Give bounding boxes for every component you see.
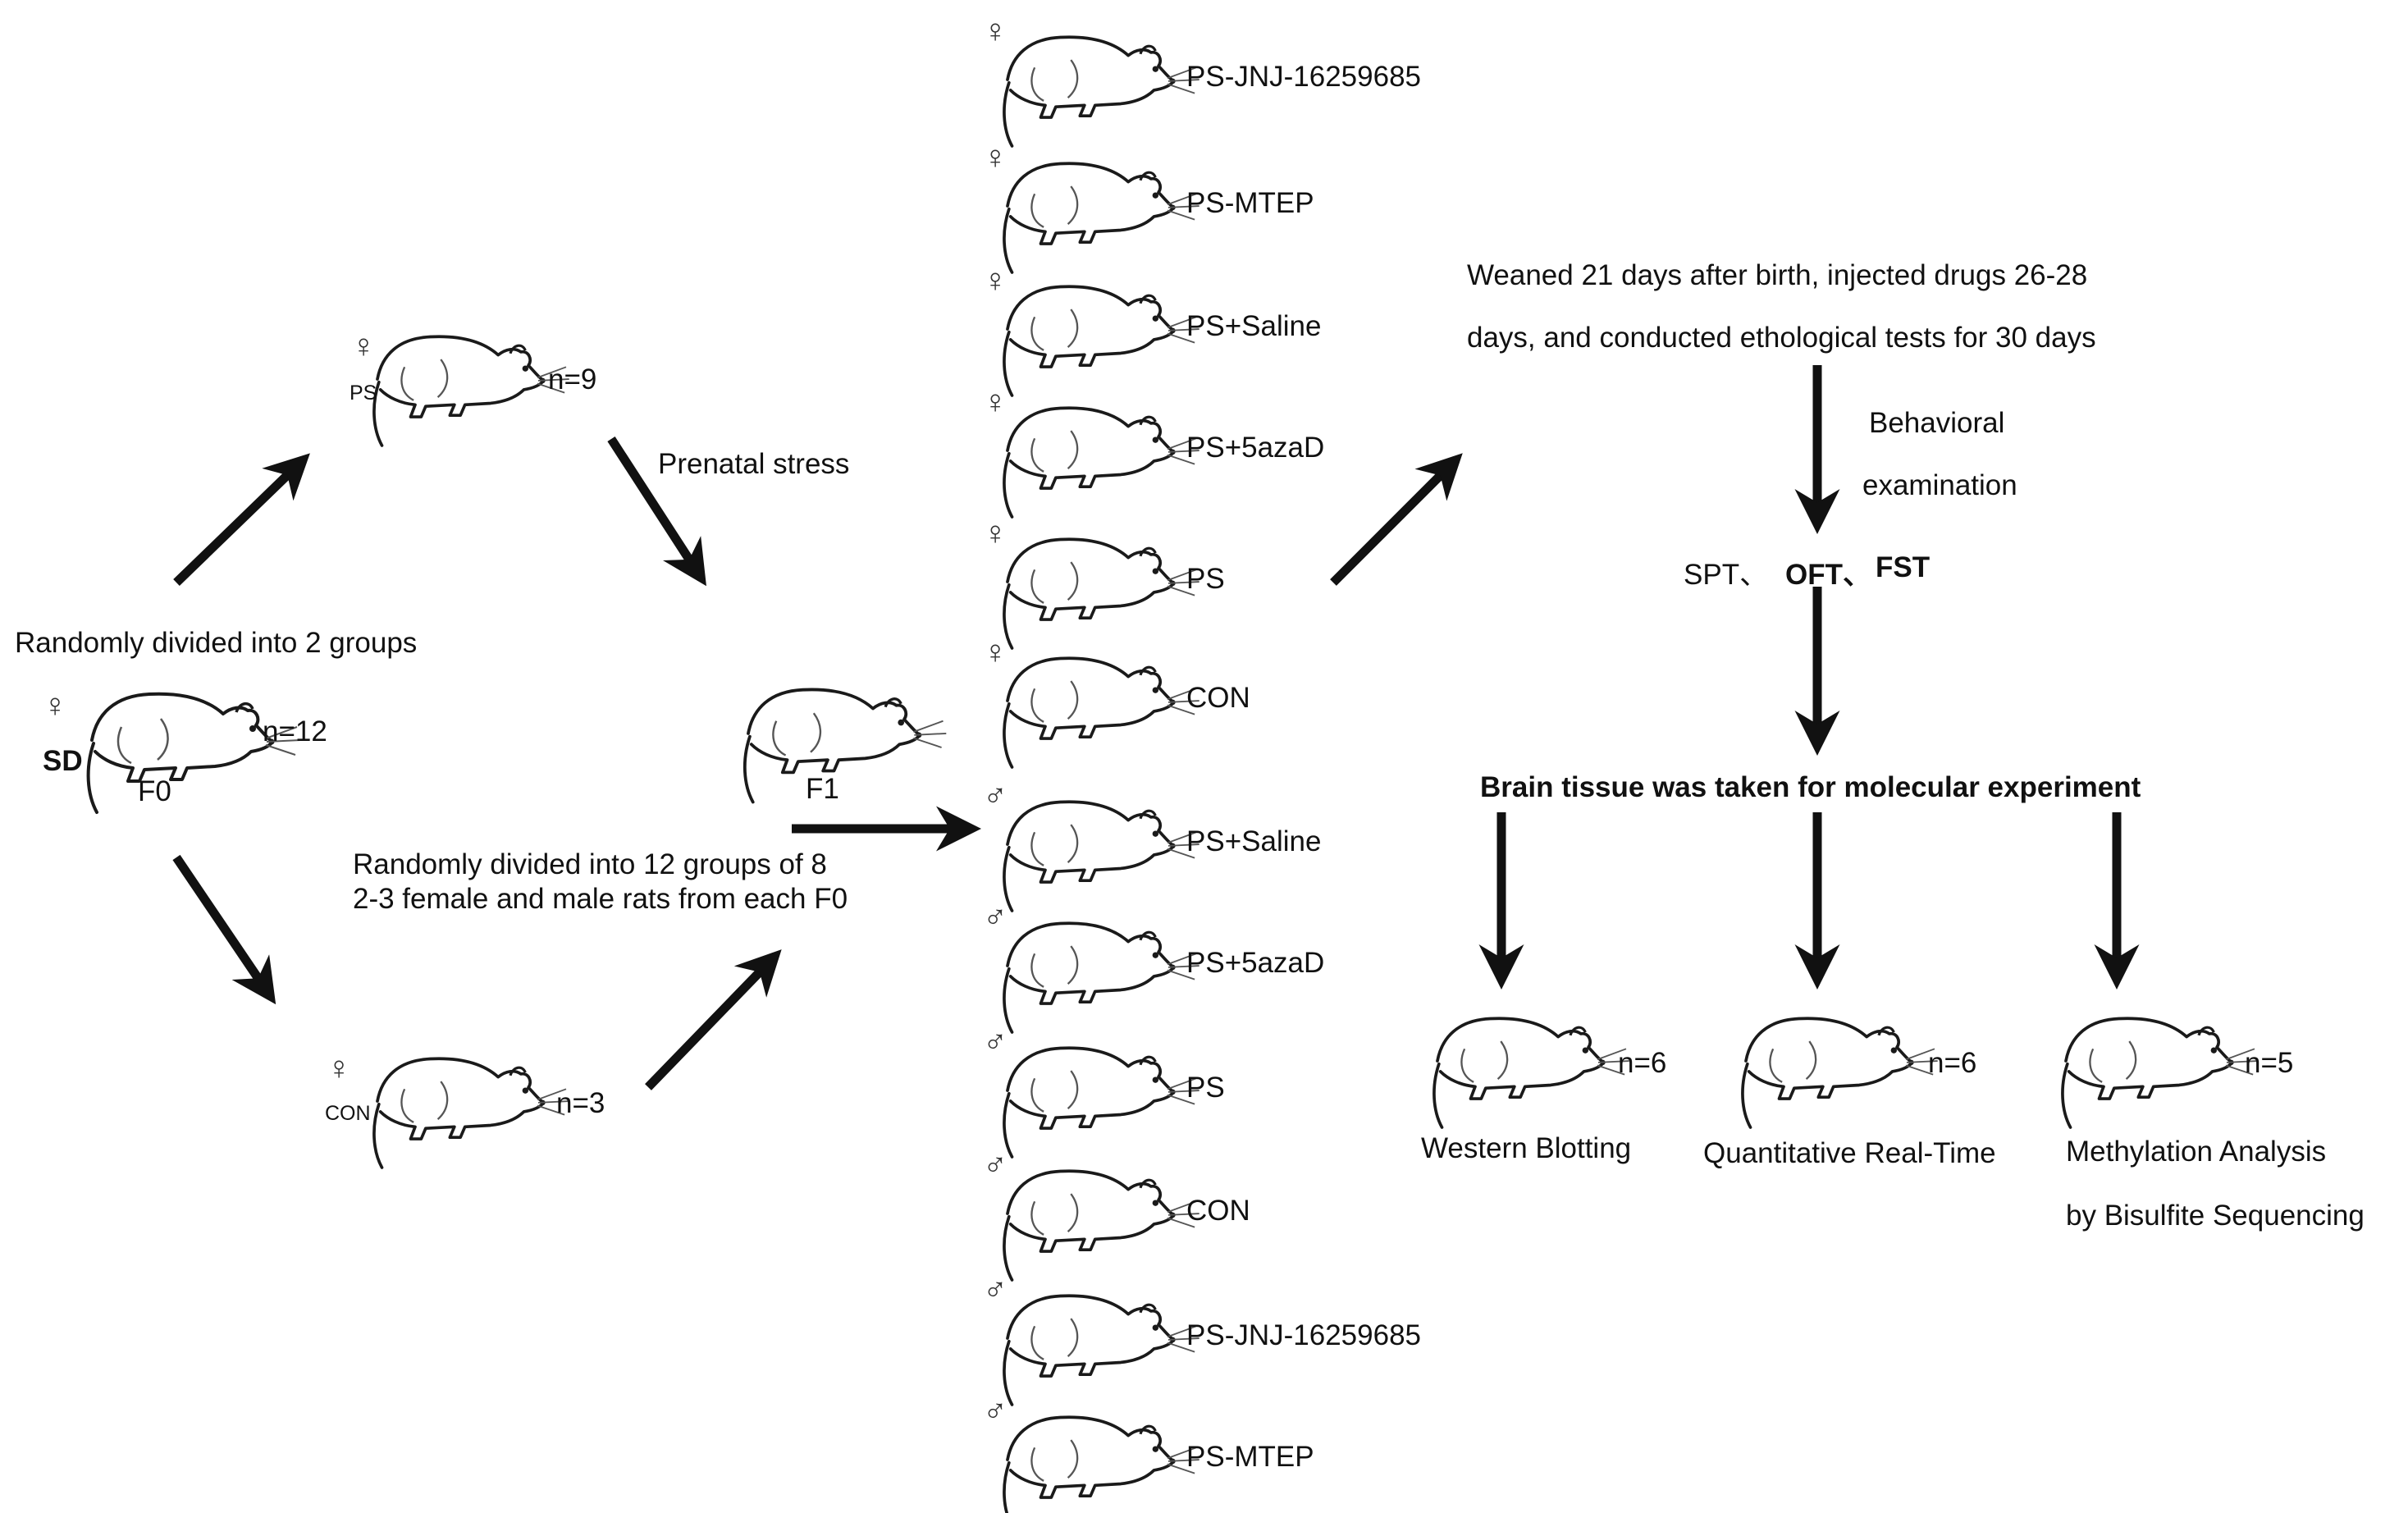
experiment-label-line2: by Bisulfite Sequencing (2066, 1200, 2365, 1232)
rat-f0 (86, 692, 302, 814)
rat-group-4 (1003, 406, 1201, 519)
f1-generation-label: F1 (806, 773, 839, 805)
arrow-to-ps-dam (173, 453, 310, 586)
group-sex-symbol: ♀ (983, 139, 1008, 176)
ps-dam-sex-symbol: ♀ (351, 328, 376, 364)
group-name: PS+Saline (1186, 310, 1322, 342)
rat-bisulfite (2061, 1017, 2259, 1129)
rat-group-5 (1003, 537, 1201, 650)
brain-tissue-label: Brain tissue was taken for molecular exp… (1480, 771, 2141, 803)
group-sex-symbol: ♂ (983, 1147, 1008, 1183)
prenatal-stress-label: Prenatal stress (658, 448, 850, 480)
rat-group-2 (1003, 162, 1201, 274)
rat-group-9 (1003, 1046, 1201, 1159)
behavioral-label-line2: examination (1862, 469, 2017, 501)
experiment-label: Quantitative Real-Time (1703, 1137, 1996, 1169)
test-fst: FST (1876, 551, 1931, 583)
con-dam-count: n=3 (556, 1087, 605, 1119)
experiment-count: n=6 (1928, 1047, 1977, 1079)
f0-generation-label: F0 (138, 775, 171, 807)
rat-group-6 (1003, 656, 1201, 769)
group-name: CON (1186, 1195, 1250, 1227)
group-name: PS+5azaD (1186, 432, 1325, 464)
arrow-groups-to-weaning (1330, 453, 1463, 586)
f0-strain-label: SD (43, 745, 83, 777)
group-sex-symbol: ♂ (983, 1024, 1008, 1060)
group-sex-symbol: ♂ (983, 1393, 1008, 1429)
f0-sex-symbol: ♀ (43, 688, 67, 724)
group-sex-symbol: ♀ (983, 13, 1008, 49)
group-sex-symbol: ♂ (983, 778, 1008, 814)
group-name: PS+5azaD (1186, 947, 1325, 979)
group-sex-symbol: ♀ (983, 263, 1008, 299)
group-sex-symbol: ♀ (983, 384, 1008, 420)
rat-f1 (743, 688, 948, 804)
arrow-con-to-f1 (645, 949, 782, 1090)
split-label: Randomly divided into 2 groups (15, 627, 418, 659)
rat-group-12 (1003, 1415, 1201, 1513)
group-name: PS-JNJ-16259685 (1186, 61, 1421, 93)
divide-label-line1: Randomly divided into 12 groups of 8 (353, 848, 827, 880)
arrow-ps-to-f1 (607, 437, 706, 587)
rat-con-dam (372, 1057, 571, 1169)
experiment-label: Western Blotting (1421, 1132, 1632, 1164)
flow-arrows (172, 365, 2140, 1090)
rat-group-10 (1003, 1169, 1201, 1282)
group-name: PS-MTEP (1186, 187, 1314, 219)
group-name: PS-JNJ-16259685 (1186, 1319, 1421, 1351)
group-name: PS+Saline (1186, 825, 1322, 857)
experiment-count: n=6 (1618, 1047, 1667, 1079)
rat-group-1 (1003, 35, 1201, 148)
arrow-to-con-dam (172, 854, 276, 1005)
divide-label-line2: 2-3 female and male rats from each F0 (353, 883, 848, 915)
rat-group-3 (1003, 285, 1201, 397)
con-dam-tag: CON (325, 1102, 371, 1125)
ps-dam-tag: PS (350, 382, 377, 405)
rat-group-7 (1003, 800, 1201, 912)
group-sex-symbol: ♂ (983, 1272, 1008, 1308)
group-name: PS (1186, 1072, 1225, 1104)
behavioral-label-line1: Behavioral (1869, 407, 2005, 439)
group-name: CON (1186, 682, 1250, 714)
rat-group-8 (1003, 921, 1201, 1034)
test-spt: SPT、 (1684, 559, 1769, 591)
group-sex-symbol: ♀ (983, 515, 1008, 551)
weaning-note-line2: days, and conducted ethological tests fo… (1467, 322, 2096, 354)
rat-qpcr (1741, 1017, 1940, 1129)
weaning-note-line1: Weaned 21 days after birth, injected dru… (1467, 259, 2088, 291)
rat-group-11 (1003, 1294, 1201, 1406)
experiment-count: n=5 (2245, 1047, 2294, 1079)
group-name: PS-MTEP (1186, 1441, 1314, 1473)
f0-count: n=12 (263, 715, 327, 747)
group-name: PS (1186, 563, 1225, 595)
rat-ps-dam (372, 335, 571, 447)
group-sex-symbol: ♀ (983, 634, 1008, 670)
test-oft: OFT、 (1785, 559, 1871, 591)
con-dam-sex-symbol: ♀ (327, 1050, 351, 1086)
ps-dam-count: n=9 (548, 363, 597, 395)
group-sex-symbol: ♂ (983, 899, 1008, 935)
experiment-label: Methylation Analysis (2066, 1136, 2327, 1168)
rat-western (1432, 1017, 1631, 1129)
